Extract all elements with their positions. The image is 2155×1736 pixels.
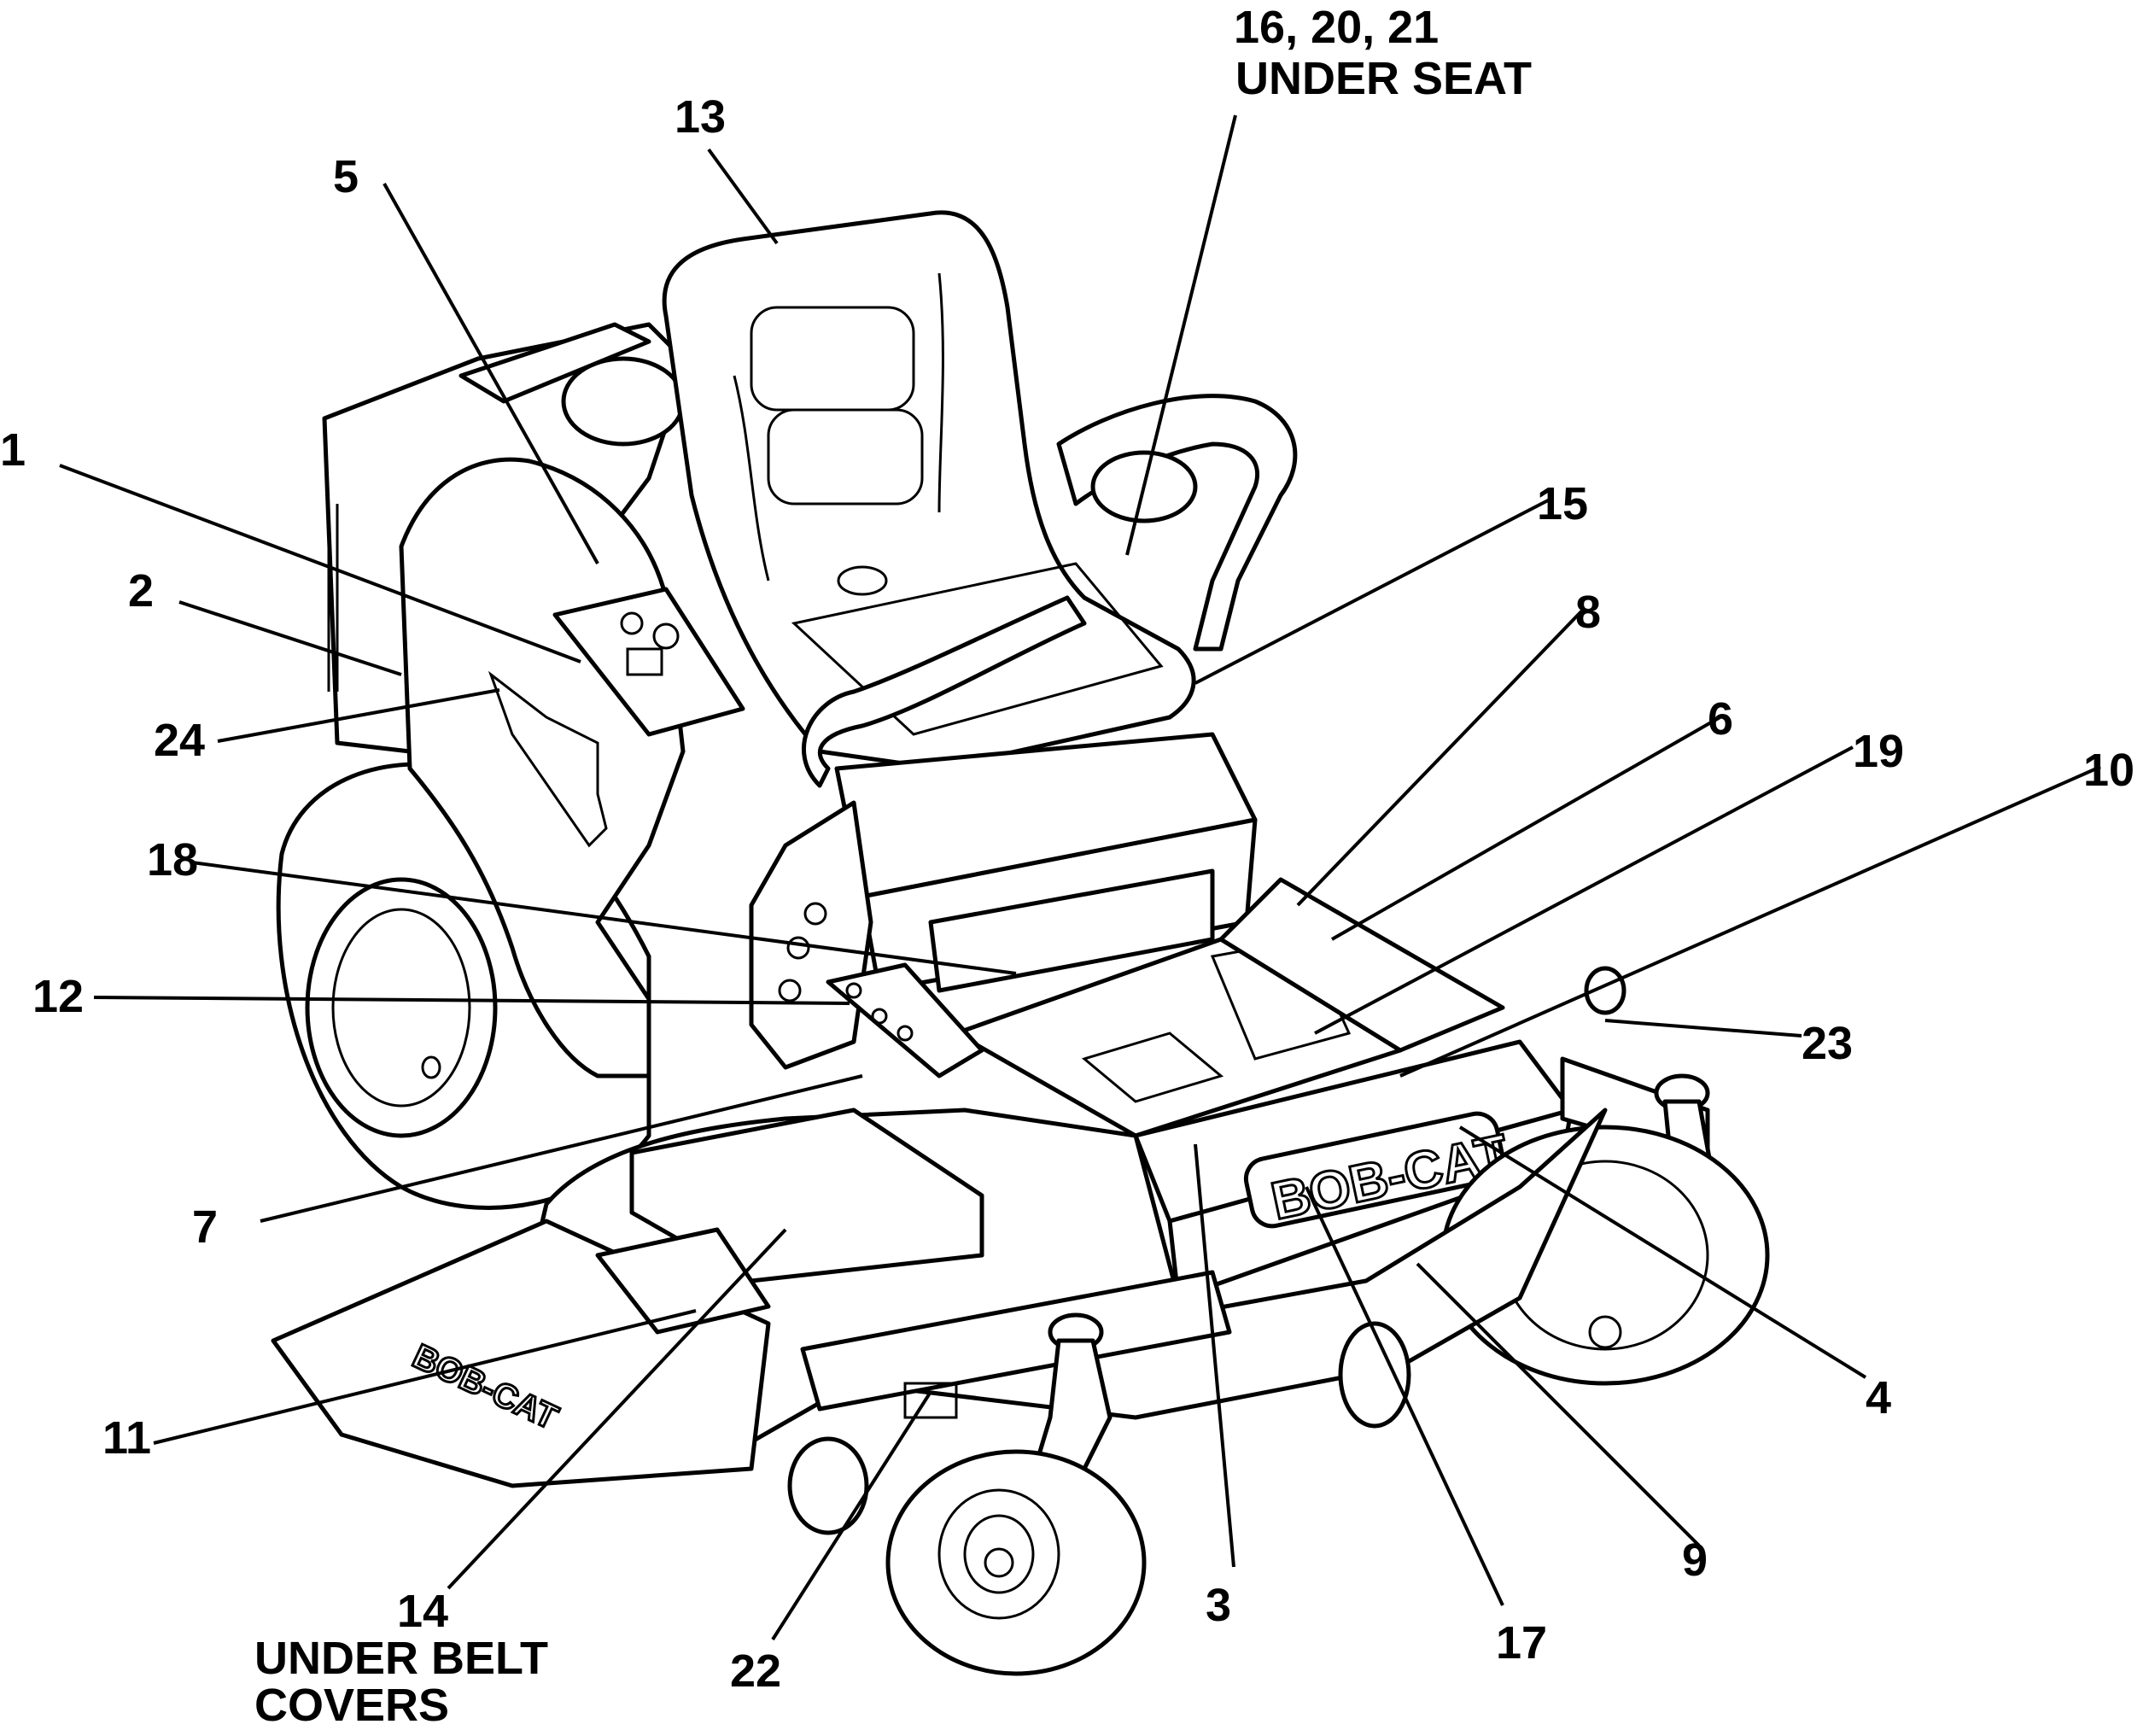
leader-5 [383, 183, 599, 564]
leader-22 [771, 1390, 932, 1641]
engine-cowl [322, 322, 745, 1078]
foot-pan [826, 877, 1505, 1138]
leader-17 [1305, 1186, 1504, 1606]
callout-11: 11 [102, 1412, 151, 1464]
anti-scalp-rollers [787, 966, 1626, 1535]
leader-11 [153, 1309, 697, 1445]
callout-6: 6 [1708, 693, 1733, 745]
callout-19: 19 [1853, 726, 1904, 777]
leader-24 [217, 688, 500, 743]
callout-3: 3 [1206, 1580, 1231, 1631]
leader-12 [93, 996, 850, 1005]
callout-23: 23 [1802, 1018, 1853, 1069]
leader-3 [1194, 1143, 1235, 1568]
leader-9 [1416, 1262, 1701, 1547]
note-under-seat: UNDER SEAT [1235, 53, 1532, 104]
leader-1 [59, 464, 581, 663]
callout-18: 18 [147, 834, 198, 886]
callout-2: 2 [128, 565, 154, 617]
callout-17: 17 [1496, 1617, 1547, 1669]
callout-22: 22 [730, 1645, 781, 1697]
leader-23 [1604, 1019, 1802, 1038]
callout-1: 1 [0, 424, 26, 476]
callout-10: 10 [2083, 745, 2135, 796]
leader-4 [1458, 1125, 1867, 1379]
note-under-belt: UNDER BELT [254, 1633, 548, 1684]
leader-16 [1125, 114, 1237, 556]
note-covers: COVERS [254, 1680, 449, 1731]
callout-8: 8 [1575, 587, 1601, 638]
leader-18 [191, 861, 1017, 975]
callout-13: 13 [675, 91, 726, 143]
leader-8 [1296, 607, 1586, 907]
callout-16-20-21: 16, 20, 21 [1234, 2, 1439, 53]
leader-19 [1314, 745, 1854, 1035]
leader-6 [1331, 714, 1724, 941]
callout-14: 14 [397, 1586, 448, 1637]
callout-15: 15 [1537, 478, 1588, 529]
seat-base [749, 732, 1258, 1070]
callout-5: 5 [333, 151, 359, 202]
leader-14 [447, 1228, 787, 1590]
leader-lines [59, 114, 2101, 1641]
callout-7: 7 [192, 1201, 218, 1253]
mower-line-art: BOB-CAT BOB-CAT [271, 210, 1770, 1676]
left-front-caster [885, 1312, 1147, 1676]
leader-15 [1194, 498, 1551, 685]
callout-12: 12 [32, 971, 84, 1022]
leader-10 [1399, 765, 2101, 1078]
callout-9: 9 [1682, 1534, 1708, 1586]
seat [662, 210, 1196, 788]
leader-2 [178, 600, 402, 676]
callout-24: 24 [154, 715, 205, 766]
callout-4: 4 [1866, 1372, 1891, 1423]
leader-13 [707, 148, 779, 245]
leader-7 [260, 1074, 863, 1223]
